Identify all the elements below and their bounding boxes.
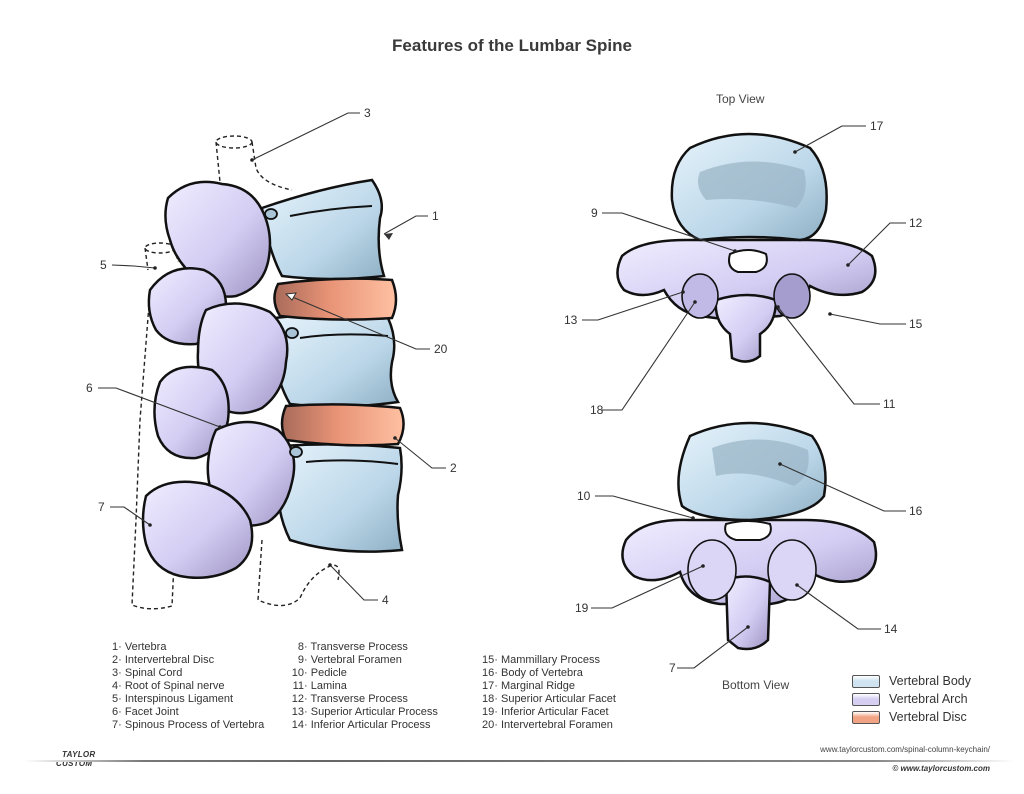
leader-dots [148, 150, 850, 629]
superior-articular-facet-left [681, 273, 719, 319]
color-key-item-vertebral-arch: Vertebral Arch [852, 690, 971, 708]
legend-item: 6· Facet Joint [112, 706, 179, 718]
legend-item: 18· Superior Articular Facet [482, 693, 616, 705]
body-shading [712, 439, 809, 486]
callout-16: 16 [909, 504, 923, 518]
legend-item: 12· Transverse Process [291, 693, 408, 705]
vertebral-arch-swatch [852, 692, 880, 706]
callout-1: 1 [432, 209, 439, 223]
color-key-item-vertebral-disc: Vertebral Disc [852, 708, 971, 726]
legend-item: 14· Inferior Articular Process [291, 719, 431, 731]
callout-numbers: 3 1 5 20 6 2 7 4 17 9 12 13 15 18 11 10 … [86, 106, 923, 675]
legend-item: 9· Vertebral Foramen [297, 654, 402, 666]
spinous-process-lower [141, 480, 254, 579]
foramen-hole [289, 446, 303, 458]
callout-4: 4 [382, 593, 389, 607]
top-view-label: Top View [716, 92, 765, 106]
legend-item: 19· Inferior Articular Facet [482, 706, 609, 718]
legend-item: 8· Transverse Process [297, 641, 408, 653]
diagram-title: Features of the Lumbar Spine [392, 36, 632, 55]
intervertebral-disc-lower [280, 403, 405, 447]
arrowhead-vertebra [384, 233, 393, 240]
foramen-hole [264, 208, 278, 220]
brand-line-2: CUSTOM [56, 759, 93, 768]
vertebral-body-upper [260, 178, 386, 281]
bottom-view [621, 421, 878, 651]
vertebral-foramen [728, 249, 768, 273]
body-contour-lines [289, 205, 399, 465]
top-spinous-process [714, 293, 778, 363]
legend-item: 16· Body of Vertebra [482, 667, 583, 679]
callout-7-bottom: 7 [669, 661, 676, 675]
foramen-hole [285, 327, 299, 339]
legend-column-3: 15· Mammillary Process 16· Body of Verte… [482, 654, 616, 732]
color-key-label: Vertebral Disc [889, 710, 967, 724]
footer-rule-right [324, 760, 1014, 762]
vertebral-body-swatch [852, 674, 880, 688]
bottom-vertebral-foramen [724, 520, 772, 541]
callout-18: 18 [590, 403, 604, 417]
callout-14: 14 [884, 622, 898, 636]
callout-13: 13 [564, 313, 578, 327]
callout-9: 9 [591, 206, 598, 220]
callout-15: 15 [909, 317, 923, 331]
color-key-label: Vertebral Arch [889, 692, 968, 706]
inferior-articular-facet-left [687, 539, 737, 601]
arrowhead-foramen [284, 292, 297, 301]
color-key-item-vertebral-body: Vertebral Body [852, 672, 971, 690]
marginal-ridge-shading [698, 161, 806, 208]
color-key-label: Vertebral Body [889, 674, 971, 688]
legend-item: 1· Vertebra [112, 641, 167, 653]
legend-item: 17· Marginal Ridge [482, 680, 575, 692]
superior-articular-facet-right [773, 273, 811, 319]
callout-19: 19 [575, 601, 589, 615]
legend-item: 11· Lamina [292, 680, 347, 692]
legend-item: 4· Root of Spinal nerve [112, 680, 225, 692]
callout-7-side: 7 [98, 500, 105, 514]
inferior-articular-facet-right [767, 539, 817, 601]
legend-item: 15· Mammillary Process [482, 654, 600, 666]
legend-item: 7· Spinous Process of Vertebra [112, 719, 265, 731]
color-key: Vertebral Body Vertebral Arch Vertebral … [852, 672, 971, 726]
callout-10: 10 [577, 489, 591, 503]
product-url-link[interactable]: www.taylorcustom.com/spinal-column-keych… [820, 745, 990, 754]
callout-11: 11 [883, 397, 896, 411]
vertebral-disc-swatch [852, 710, 880, 724]
callout-2: 2 [450, 461, 457, 475]
leader-lines [98, 112, 906, 669]
callout-20: 20 [434, 342, 448, 356]
bottom-spinous-process [724, 575, 772, 651]
callout-12: 12 [909, 216, 923, 230]
footer-rule-left [24, 760, 324, 762]
legend-column-1: 1· Vertebra 2· Intervertebral Disc 3· Sp… [112, 641, 264, 732]
callout-3: 3 [364, 106, 371, 120]
legend-item: 20· Intervertebral Foramen [482, 719, 613, 731]
callout-5: 5 [100, 258, 107, 272]
legend-item: 3· Spinal Cord [112, 667, 183, 679]
legend-item: 13· Superior Articular Process [291, 706, 438, 718]
brand-line-1: TAYLOR [62, 750, 96, 759]
intervertebral-disc-upper [273, 277, 398, 321]
top-view [616, 132, 877, 363]
side-view [131, 135, 405, 610]
callout-6: 6 [86, 381, 93, 395]
legend-column-2: 8· Transverse Process 9· Vertebral Foram… [290, 641, 438, 732]
copyright-text: © www.taylorcustom.com [892, 764, 990, 773]
legend-item: 5· Interspinous Ligament [112, 693, 234, 705]
taylor-custom-logo: TAYLOR CUSTOM [56, 750, 96, 768]
callout-17: 17 [870, 119, 884, 133]
bottom-view-label: Bottom View [722, 678, 790, 692]
legend-item: 10· Pedicle [291, 667, 347, 679]
legend-item: 2· Intervertebral Disc [112, 654, 215, 666]
